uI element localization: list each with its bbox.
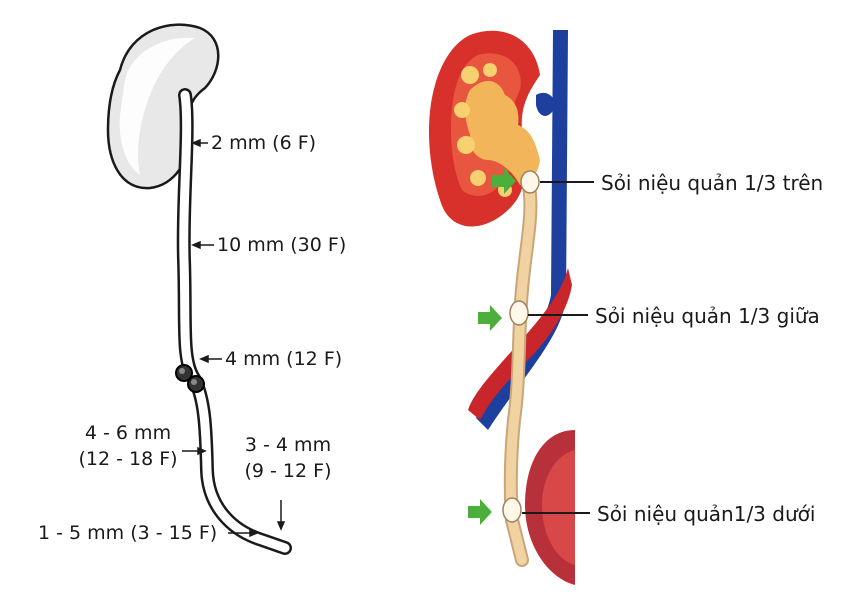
label-lower-stone: Sỏi niệu quản1/3 dưới <box>597 502 815 526</box>
stone-upper <box>521 171 539 193</box>
green-arrow-icon <box>468 499 492 525</box>
green-arrow-icon <box>478 305 502 331</box>
label-upper-stone: Sỏi niệu quản 1/3 trên <box>601 171 823 195</box>
stone-middle <box>510 301 528 325</box>
label-middle-stone: Sỏi niệu quản 1/3 giữa <box>595 304 820 328</box>
stone-lower <box>503 498 521 522</box>
